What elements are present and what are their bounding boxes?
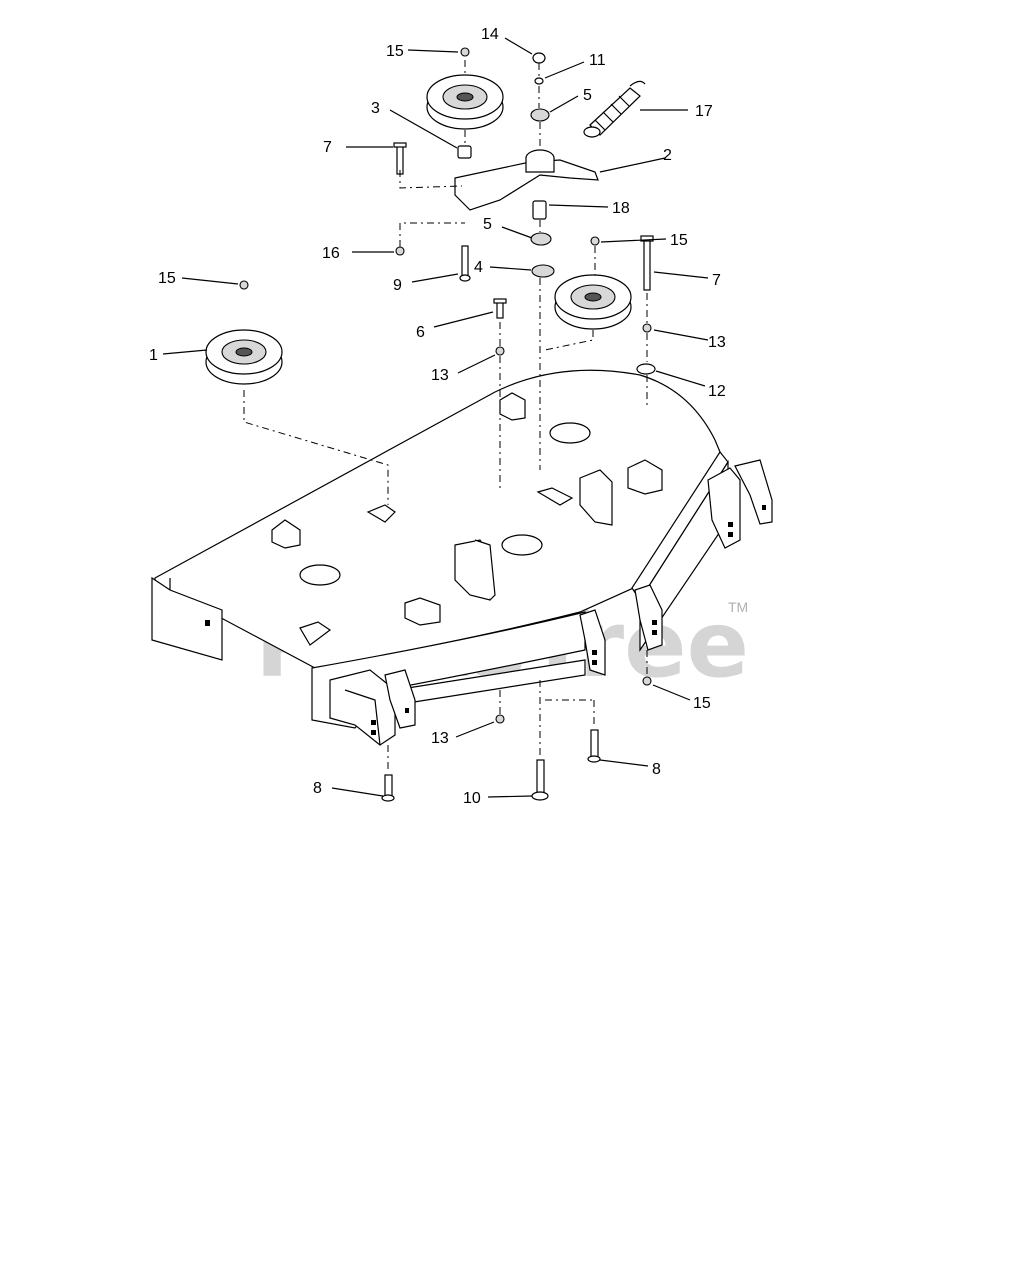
- bolt-7-right: [640, 235, 654, 291]
- spacer-3: [457, 145, 472, 159]
- callout-3: 3: [371, 100, 380, 117]
- callout-14: 14: [481, 26, 499, 43]
- idler-pulley-right: [554, 274, 632, 330]
- spring-17: [583, 80, 646, 138]
- washer-4: [531, 264, 555, 278]
- nut-15-left: [239, 280, 249, 290]
- callout-15-left: 15: [158, 270, 176, 287]
- idler-pulley-1: [205, 329, 283, 385]
- callout-6: 6: [416, 324, 425, 341]
- callout-8-right: 8: [652, 761, 661, 778]
- idler-pulley-top: [426, 74, 504, 130]
- callout-12: 12: [708, 383, 726, 400]
- nut-15-right: [590, 236, 600, 246]
- callout-leaders: [162, 37, 709, 798]
- spindle-opening-right: [549, 422, 591, 444]
- callout-16: 16: [322, 245, 340, 262]
- callout-5-upper: 5: [583, 87, 592, 104]
- nut-13-upper: [495, 346, 505, 356]
- nut-13-right: [642, 323, 652, 333]
- spindle-opening-center: [501, 534, 543, 556]
- callout-4: 4: [474, 259, 483, 276]
- deck-left-skirt: [151, 576, 223, 661]
- washer-12: [636, 363, 656, 375]
- callout-13-right: 13: [708, 334, 726, 351]
- callout-15-top: 15: [386, 43, 404, 60]
- front-center-bracket: [579, 609, 606, 676]
- bolt-8-left: [381, 774, 395, 802]
- bearing-5-lower: [530, 232, 552, 246]
- assembly-lines: [243, 60, 648, 772]
- callout-1: 1: [149, 347, 158, 364]
- nut-15-top: [460, 47, 470, 57]
- bolt-7-left: [393, 142, 407, 175]
- bushing-18: [532, 200, 547, 220]
- callout-13-upper: 13: [431, 367, 449, 384]
- watermark-trademark: TM: [728, 599, 748, 615]
- callout-2: 2: [663, 147, 672, 164]
- callout-5-lower: 5: [483, 216, 492, 233]
- nut-16: [395, 246, 405, 256]
- bolt-10: [531, 759, 549, 801]
- callout-8-left: 8: [313, 780, 322, 797]
- callout-15-bottom: 15: [693, 695, 711, 712]
- callout-7-left: 7: [323, 139, 332, 156]
- bolt-6: [493, 298, 507, 319]
- deck-front-skirt: [311, 611, 586, 729]
- washer-11: [534, 77, 544, 85]
- callout-numbers: 15 14 11 5 17 3 7 2 18 5 15 16 9 4 15 7 …: [149, 26, 726, 807]
- callout-11: 11: [589, 52, 606, 69]
- callout-9: 9: [393, 277, 402, 294]
- bolt-9: [459, 245, 471, 282]
- callout-15-right: 15: [670, 232, 688, 249]
- callout-7-right: 7: [712, 272, 721, 289]
- callout-18: 18: [612, 200, 630, 217]
- mower-deck: [151, 369, 773, 746]
- callout-17: 17: [695, 103, 713, 120]
- nut-13-lower: [495, 714, 505, 724]
- callout-10: 10: [463, 790, 481, 807]
- spindle-opening-left: [299, 564, 341, 586]
- spacer-14: [532, 52, 546, 64]
- nut-15-bottom: [642, 676, 652, 686]
- bearing-5-upper: [530, 108, 550, 122]
- right-rear-bracket: [707, 467, 741, 549]
- bolt-8-right: [587, 729, 601, 763]
- callout-13-lower: 13: [431, 730, 449, 747]
